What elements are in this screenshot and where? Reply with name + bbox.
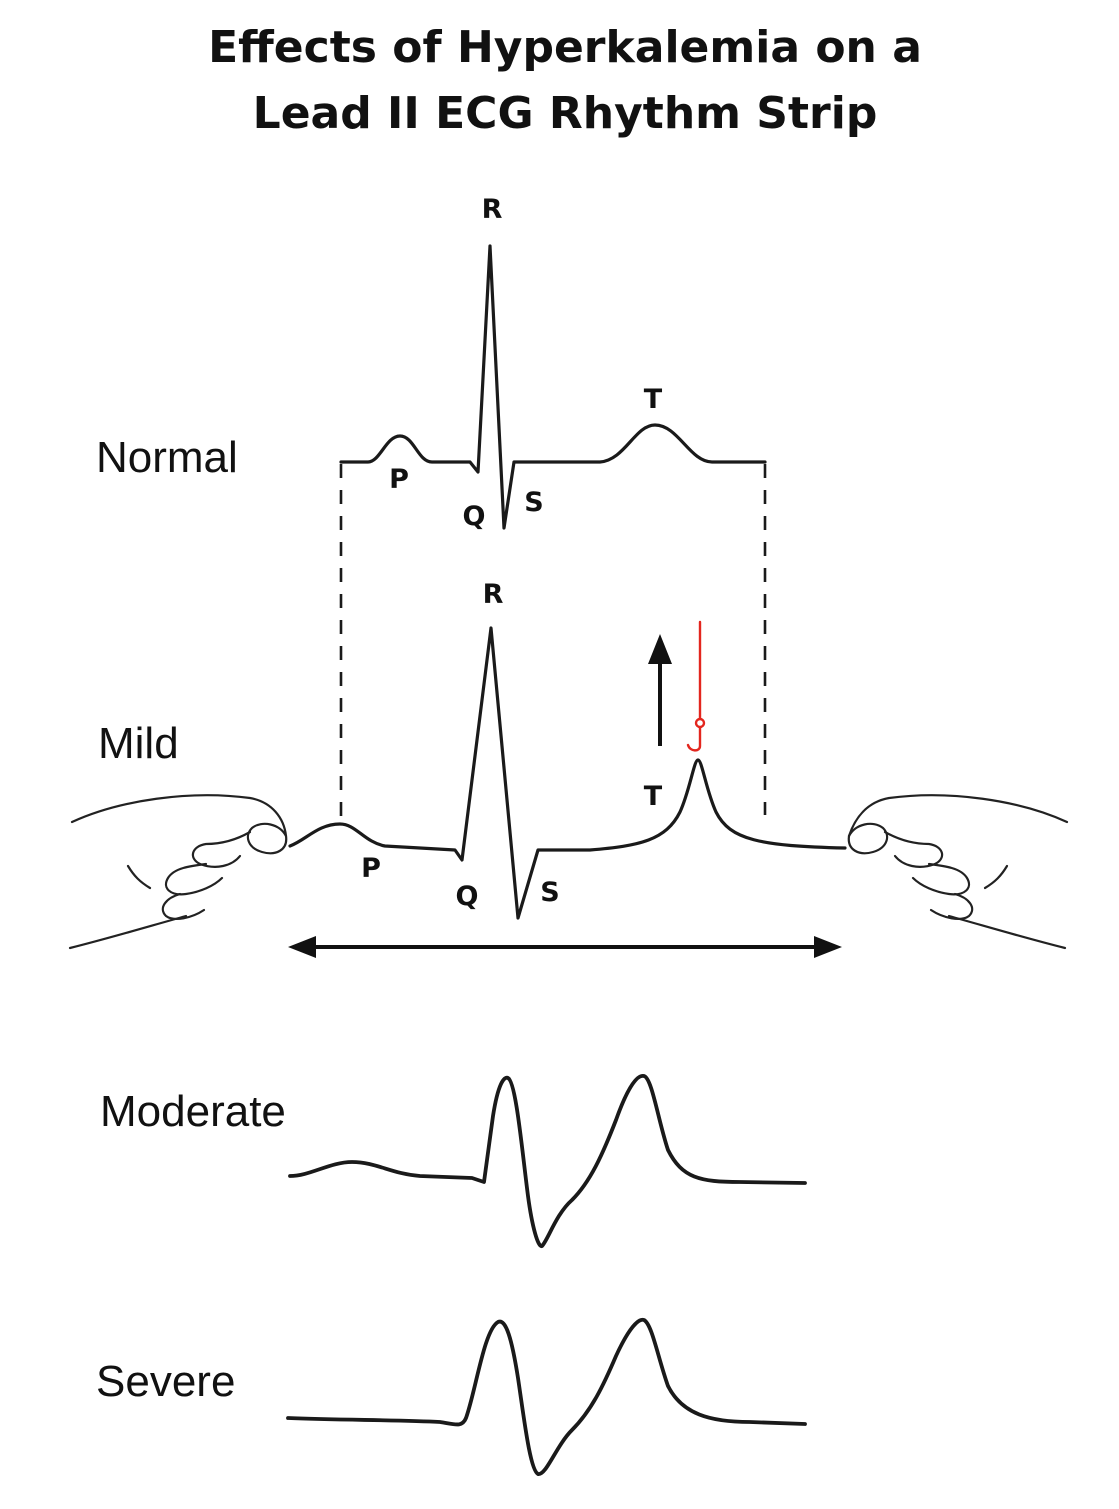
title-line-2: Lead II ECG Rhythm Strip	[253, 88, 878, 139]
row-label-normal: Normal	[96, 433, 238, 482]
label-normal-p: P	[389, 464, 409, 495]
label-mild-r: R	[483, 579, 504, 610]
label-mild-p: P	[361, 853, 381, 884]
label-normal-q: Q	[463, 501, 486, 532]
label-normal-s: S	[524, 487, 543, 518]
ecg-trace-mild	[288, 626, 847, 920]
ecg-trace-normal	[339, 244, 767, 530]
label-normal-r: R	[482, 194, 503, 225]
label-normal-t: T	[644, 384, 663, 415]
label-mild-s: S	[540, 877, 559, 908]
title-line-1: Effects of Hyperkalemia on a	[208, 22, 922, 73]
label-mild-t: T	[644, 781, 663, 812]
row-label-moderate: Moderate	[100, 1087, 286, 1136]
double-arrow-horizontal-icon	[288, 936, 842, 958]
ecg-trace-moderate	[288, 1074, 807, 1248]
ecg-trace-severe	[286, 1318, 807, 1476]
row-label-severe: Severe	[96, 1357, 235, 1406]
row-label-mild: Mild	[98, 719, 179, 768]
hand-pulling-left-icon	[68, 794, 288, 950]
red-hook-annotation-icon	[686, 620, 706, 752]
hand-pulling-right-icon	[847, 794, 1069, 950]
arrow-up-icon	[648, 634, 672, 746]
label-mild-q: Q	[456, 881, 479, 912]
